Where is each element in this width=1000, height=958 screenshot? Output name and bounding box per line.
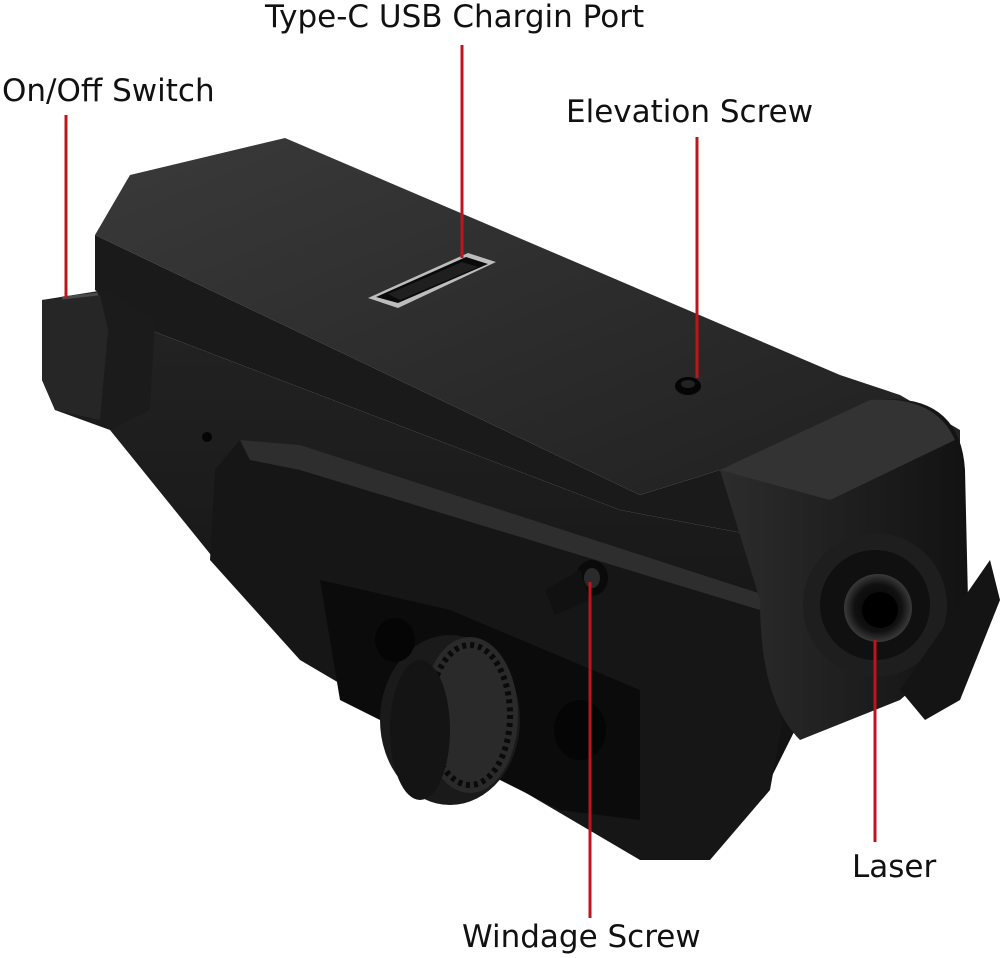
label-elevation-screw: Elevation Screw (566, 94, 814, 130)
elevation-screw-inner (681, 380, 695, 388)
laser-head (720, 398, 968, 740)
rail-mount-top (240, 440, 780, 610)
label-usb-port: Type-C USB Chargin Port (265, 0, 645, 35)
label-windage-screw: Windage Screw (462, 919, 701, 955)
label-laser: Laser (852, 849, 937, 885)
switch-highlight (61, 292, 99, 300)
usb-port (368, 253, 496, 308)
mount-screw-right (554, 700, 606, 760)
rail-foot (900, 560, 1000, 720)
switch-block-face (42, 295, 108, 420)
housing-top (95, 138, 960, 500)
label-power-switch: On/Off Switch (2, 73, 215, 109)
windage-knob (380, 635, 520, 805)
mount-screw-left (375, 618, 415, 662)
windage-screw (545, 560, 608, 615)
side-pin (202, 432, 212, 442)
